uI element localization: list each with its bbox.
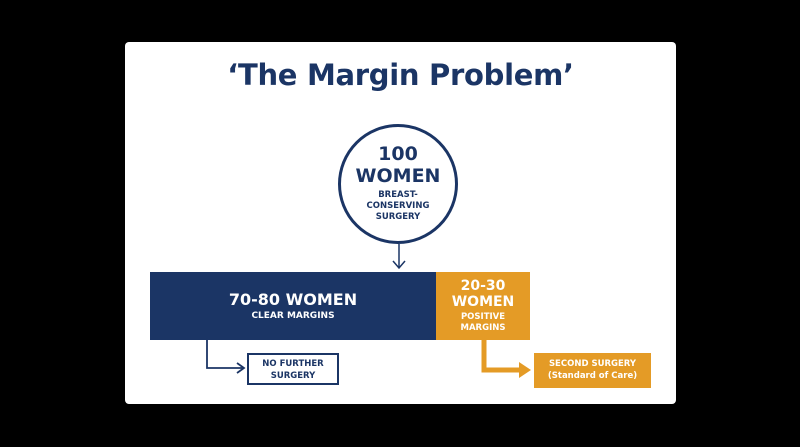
clear-margins-box: 70-80 WOMEN CLEAR MARGINS [150, 272, 436, 340]
arrowhead-clear-to-nofurther [236, 362, 246, 374]
no-further-surgery-box: NO FURTHER SURGERY [247, 353, 339, 385]
second-surgery-note: (Standard of Care) [547, 371, 638, 381]
start-count: 100 WOMEN [355, 143, 441, 187]
second-surgery-label: SECOND SURGERY [548, 359, 637, 369]
positive-margins-box: 20-30 WOMEN POSITIVE MARGINS [436, 272, 530, 340]
slide-title: ‘The Margin Problem’ [227, 58, 574, 92]
arrow-positive-to-second [481, 340, 521, 373]
arrowhead-positive-to-second [519, 362, 531, 378]
clear-label: CLEAR MARGINS [251, 311, 335, 321]
arrow-clear-to-nofurther [206, 340, 243, 369]
arrowhead-circle-to-bar [392, 260, 406, 270]
positive-label: POSITIVE MARGINS [460, 312, 506, 333]
second-surgery-box: SECOND SURGERY (Standard of Care) [534, 353, 651, 388]
start-circle: 100 WOMEN BREAST-CONSERVING SURGERY [338, 124, 458, 244]
start-label: BREAST-CONSERVING SURGERY [366, 190, 430, 222]
slide: ‘The Margin Problem’ 100 WOMEN BREAST-CO… [125, 42, 676, 404]
connector-arrows [206, 244, 531, 378]
positive-count: 20-30 WOMEN [451, 278, 515, 310]
clear-count: 70-80 WOMEN [228, 290, 358, 309]
